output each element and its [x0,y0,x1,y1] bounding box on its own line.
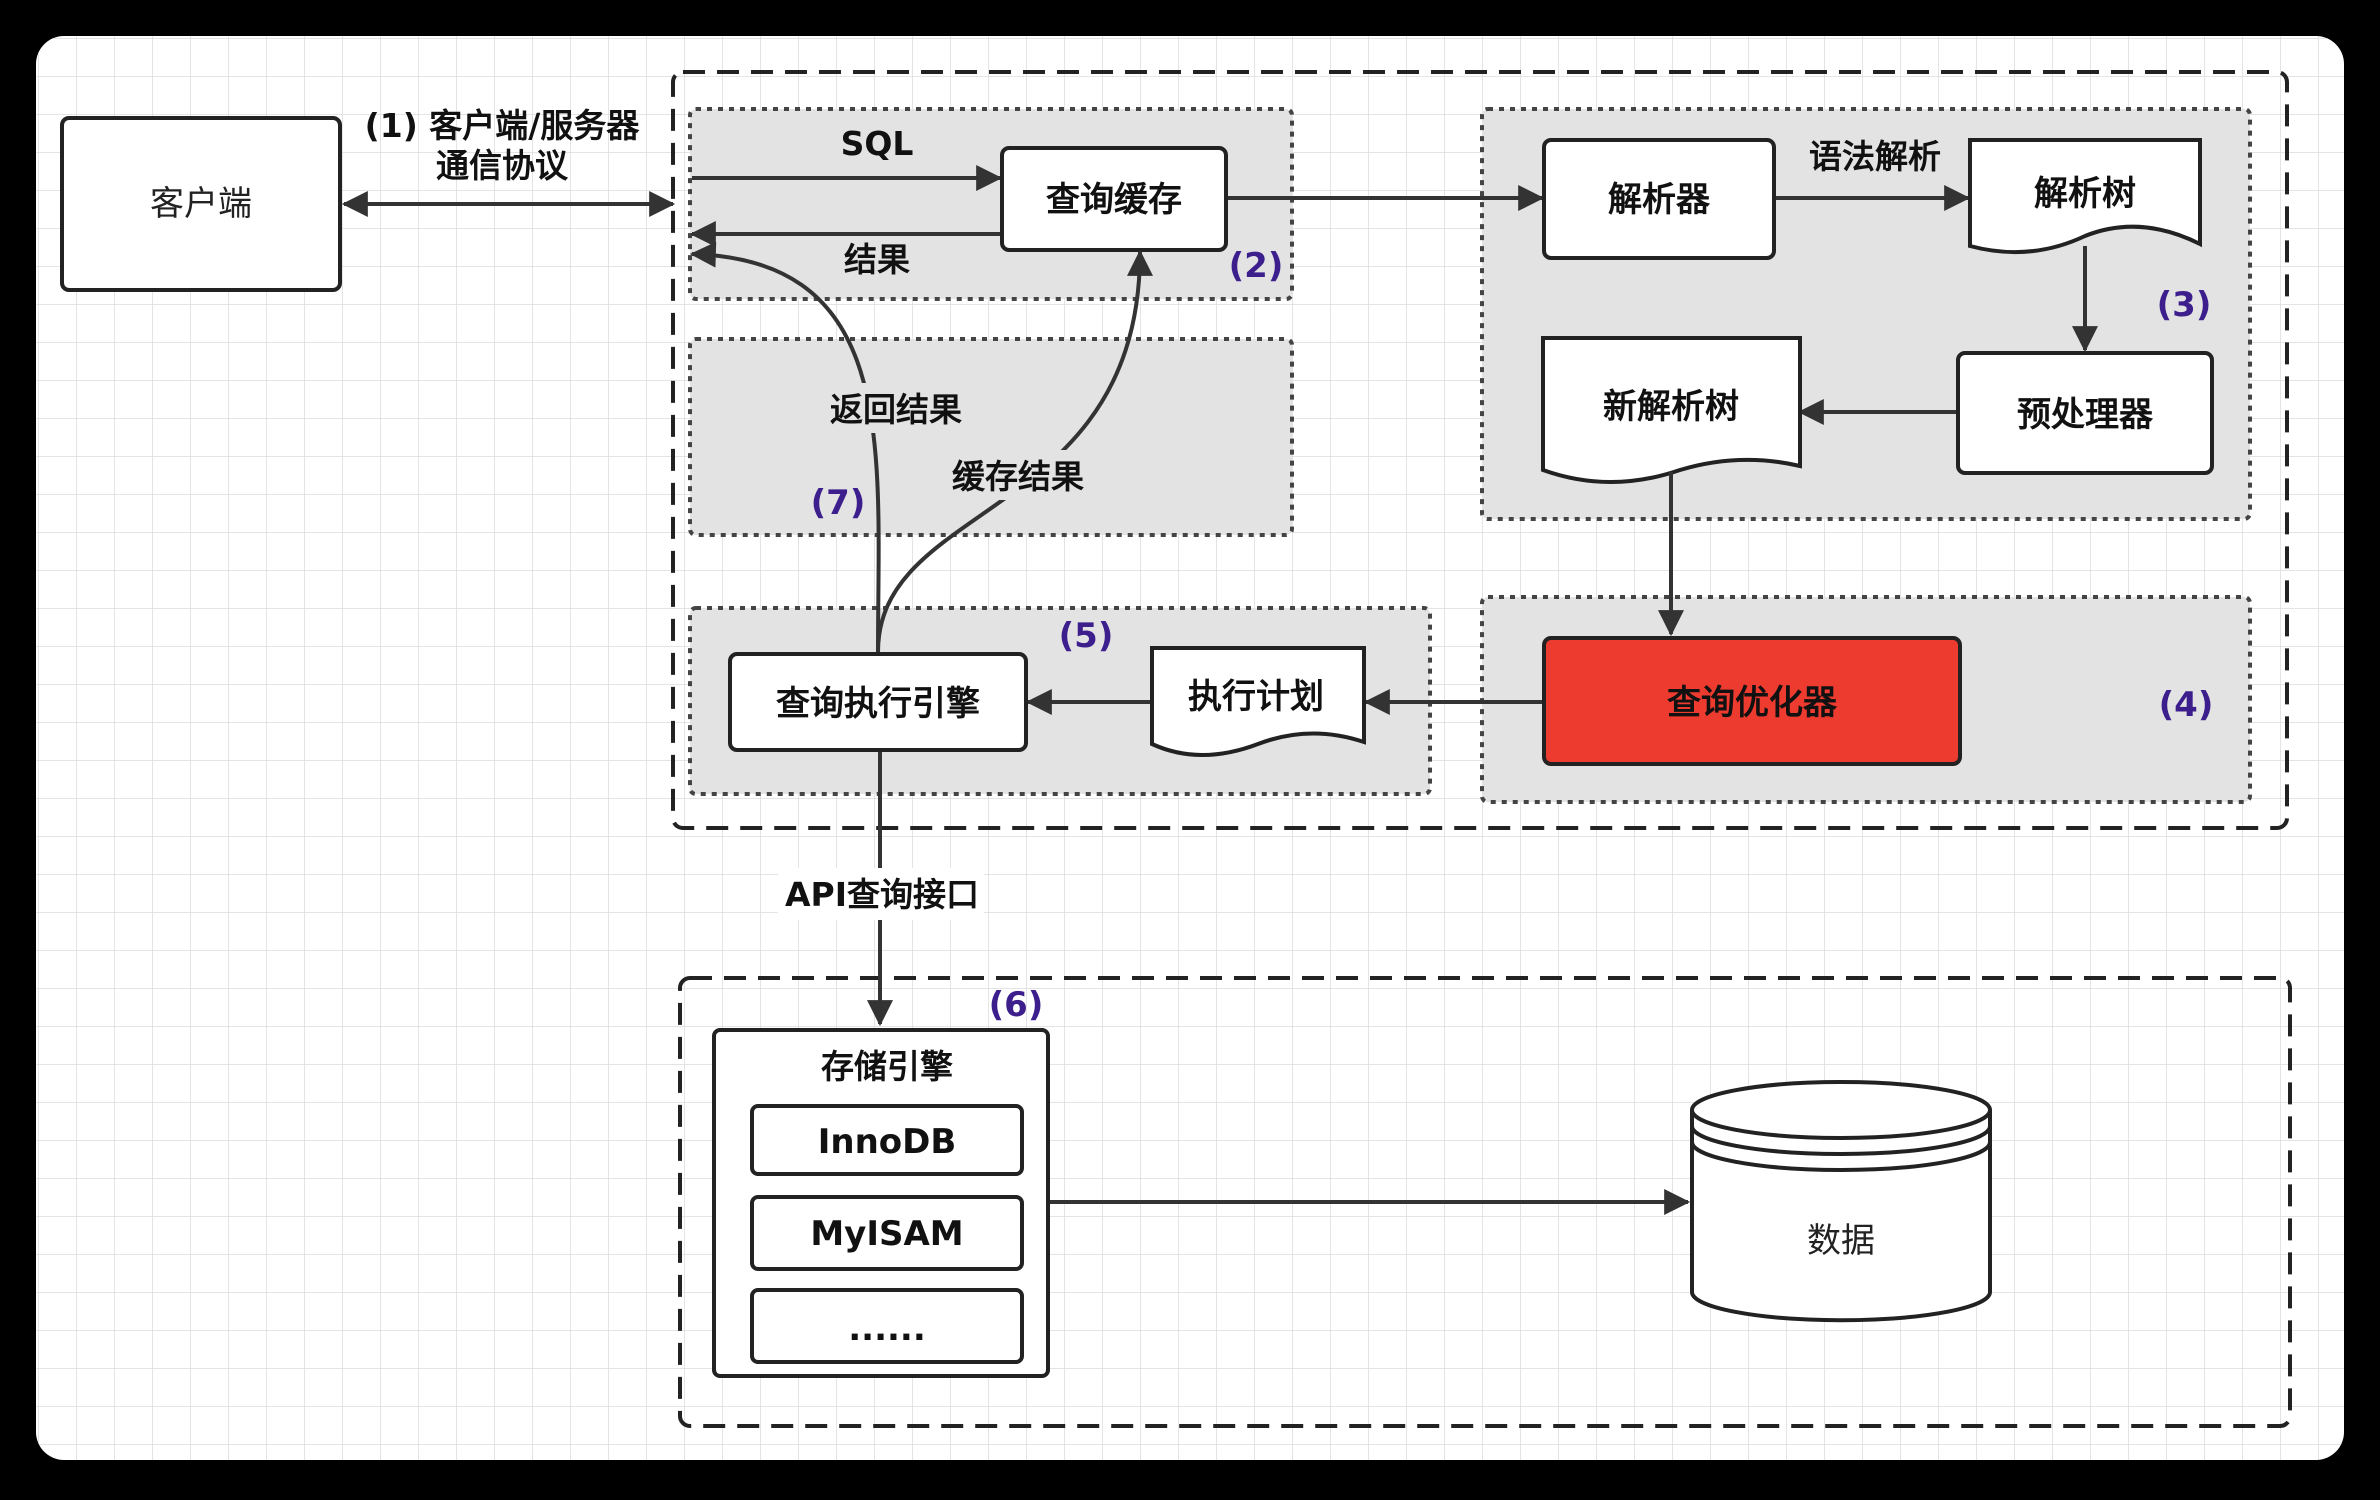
step-3-label: (3) [2157,285,2212,325]
return-result-curve [689,241,881,653]
query-optimizer-box [1542,636,1962,766]
data-label: 数据 [1807,1221,1875,1261]
step-4-label: (4) [2159,685,2214,725]
parse-tree-label: 解析树 [2034,174,2136,214]
step-7-label: (7) [811,483,866,523]
engine-more-box [750,1288,1024,1364]
parser-box [1542,138,1776,260]
client-box [60,116,342,292]
new-parse-tree-doc [1541,336,1802,484]
engine-innodb-box [750,1104,1024,1176]
step-5-label: (5) [1059,616,1114,656]
server-container [671,70,2289,830]
preprocessor-label: 预处理器 [2017,395,2154,435]
execution-plan-doc [1150,646,1366,757]
query-optimizer-label: 查询优化器 [1667,683,1838,723]
parser-label: 解析器 [1608,180,1711,220]
query-execution-engine-label: 查询执行引擎 [776,684,980,724]
engine-myisam-box [750,1195,1024,1271]
return-label-bg [818,383,974,433]
database-cylinder-icon [1690,1080,1992,1323]
api-label-bg [778,868,984,920]
engine-more-label: ...... [848,1309,926,1349]
execution-plan-label: 执行计划 [1188,677,1324,717]
return-result-label: 返回结果 [830,390,962,429]
sql-label: SQL [841,124,914,163]
query-cache-box [1000,146,1228,252]
preprocessor-box [1956,351,2214,475]
cache-result-label: 缓存结果 [952,457,1084,496]
protocol-label-line2: 通信协议 [436,146,569,185]
syntax-label: 语法解析 [1809,137,1941,176]
new-parse-tree-label: 新解析树 [1603,387,1739,427]
step-2-label: (2) [1229,246,1284,286]
client-label: 客户端 [150,184,252,224]
storage-engine-title: 存储引擎 [821,1047,953,1086]
result-label: 结果 [844,240,910,279]
step-6-label: (6) [989,985,1044,1025]
api-label: API查询接口 [785,875,979,914]
query-execution-engine-box [728,652,1028,752]
storage-container [678,976,2292,1428]
parse-tree-doc [1968,138,2202,255]
engine-myisam-label: MyISAM [810,1214,963,1254]
protocol-label-line1: (1) 客户端/服务器 [365,106,641,145]
query-cache-label: 查询缓存 [1046,180,1182,220]
cache-label-bg [940,450,1096,500]
engine-innodb-label: InnoDB [818,1122,957,1162]
group-return [688,337,1294,537]
